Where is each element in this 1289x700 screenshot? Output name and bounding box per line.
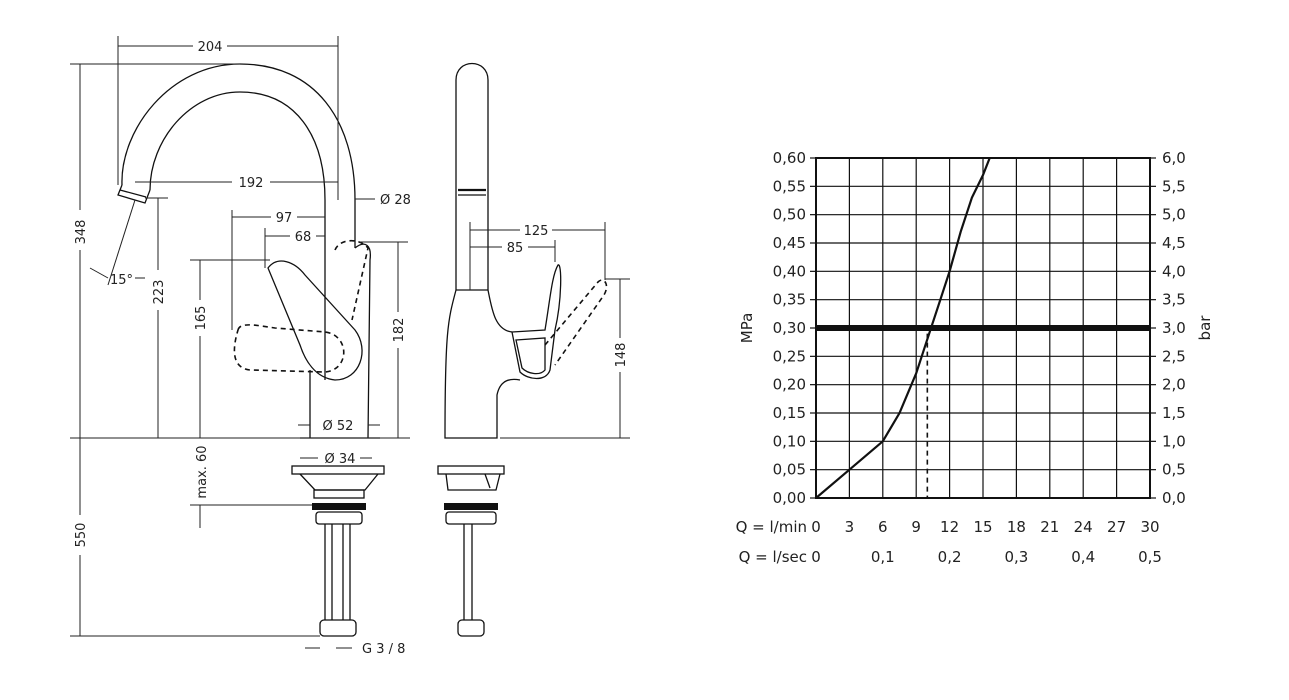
y-tick-left-7: 0,35 xyxy=(773,291,806,309)
dim-max-60: max. 60 xyxy=(195,445,210,498)
y-tick-right-8: 4,0 xyxy=(1162,262,1186,280)
y-tick-left-5: 0,25 xyxy=(773,347,806,365)
x-tick-lmin-5: 15 xyxy=(973,518,992,536)
x-tick-lsec-5: 0,5 xyxy=(1138,548,1162,566)
y-tick-right-0: 0,0 xyxy=(1162,489,1186,507)
y-tick-left-1: 0,05 xyxy=(773,461,806,479)
hose-connectors xyxy=(319,619,357,637)
dim-97: 97 xyxy=(276,211,293,226)
dim-diameter-52: Ø 52 xyxy=(323,419,354,434)
x-tick-lmin-3: 9 xyxy=(911,518,921,536)
dim-85: 85 xyxy=(507,241,524,256)
x-tick-lsec-4: 0,4 xyxy=(1071,548,1095,566)
spout-inner-outline xyxy=(149,91,326,290)
dim-165: 165 xyxy=(194,306,209,331)
dim-348: 348 xyxy=(74,220,89,245)
y-tick-right-7: 3,5 xyxy=(1162,291,1186,309)
y-tick-right-10: 5,0 xyxy=(1162,206,1186,224)
dim-thread-g38: G 3 / 8 xyxy=(362,642,405,657)
dim-diameter-28: Ø 28 xyxy=(380,193,411,208)
y-tick-left-12: 0,60 xyxy=(773,149,806,167)
y-tick-right-5: 2,5 xyxy=(1162,347,1186,365)
y-tick-right-12: 6,0 xyxy=(1162,149,1186,167)
lever-alt-position xyxy=(233,324,345,373)
x-tick-lmin-0: 0 xyxy=(811,518,821,536)
dim-148: 148 xyxy=(614,343,629,368)
y-tick-left-2: 0,10 xyxy=(773,432,806,450)
y-tick-right-4: 2,0 xyxy=(1162,376,1186,394)
x-tick-lmin-8: 24 xyxy=(1074,518,1093,536)
y-axis-label-left: MPa xyxy=(738,313,756,344)
y-tick-left-11: 0,55 xyxy=(773,177,806,195)
x-tick-lsec-0: 0 xyxy=(811,548,821,566)
y-tick-left-10: 0,50 xyxy=(773,206,806,224)
x-tick-lmin-10: 30 xyxy=(1140,518,1159,536)
y-tick-left-6: 0,30 xyxy=(773,319,806,337)
x-axis-label-lsec: Q = l/sec xyxy=(739,548,807,566)
y-tick-right-6: 3,0 xyxy=(1162,319,1186,337)
mounting-nut xyxy=(312,503,366,510)
x-tick-lmin-7: 21 xyxy=(1040,518,1059,536)
chart-tick-labels: 0 3 6 9 12 15 18 21 24 27 30 0 0,1 0,2 0,3 0,4 0,5 0,00 0,… xyxy=(773,149,1186,566)
side-view-dimensions: 125 85 148 xyxy=(469,222,632,439)
x-tick-lmin-1: 3 xyxy=(845,518,855,536)
y-tick-left-9: 0,45 xyxy=(773,234,806,252)
y-tick-left-3: 0,15 xyxy=(773,404,806,422)
x-tick-lmin-2: 6 xyxy=(878,518,888,536)
flow-pressure-chart: 0 3 6 9 12 15 18 21 24 27 30 0 0,1 0,2 0,3 0,4 0,5 0,00 0,… xyxy=(736,149,1214,566)
x-tick-lmin-9: 27 xyxy=(1107,518,1126,536)
y-tick-left-8: 0,40 xyxy=(773,262,806,280)
y-axis-label-right: bar xyxy=(1196,315,1214,341)
dim-angle-15: 15° xyxy=(110,273,133,288)
mounting-flange xyxy=(291,465,385,475)
y-tick-right-9: 4,5 xyxy=(1162,234,1186,252)
x-tick-lmin-6: 18 xyxy=(1007,518,1026,536)
x-tick-lsec-1: 0,1 xyxy=(871,548,895,566)
x-tick-lsec-3: 0,3 xyxy=(1004,548,1028,566)
x-tick-lmin-4: 12 xyxy=(940,518,959,536)
dim-550: 550 xyxy=(74,523,89,548)
spout-outer-outline xyxy=(121,63,356,248)
dim-204: 204 xyxy=(198,40,223,55)
lever-solid xyxy=(267,260,363,381)
y-tick-right-3: 1,5 xyxy=(1162,404,1186,422)
x-tick-lsec-2: 0,2 xyxy=(938,548,962,566)
y-tick-right-1: 0,5 xyxy=(1162,461,1186,479)
y-tick-left-4: 0,20 xyxy=(773,376,806,394)
side-spout xyxy=(455,63,489,290)
x-axis-label-lmin: Q = l/min xyxy=(736,518,807,536)
dim-diameter-34: Ø 34 xyxy=(325,452,356,467)
dim-125: 125 xyxy=(524,224,549,239)
y-tick-right-2: 1,0 xyxy=(1162,432,1186,450)
dim-223: 223 xyxy=(152,280,167,305)
faucet-side-view xyxy=(437,63,608,637)
series-flow-curve xyxy=(815,157,991,499)
dim-192: 192 xyxy=(239,176,264,191)
front-view-dimensions: 204 192 97 68 Ø 28 348 223 165 xyxy=(66,36,411,657)
dim-68: 68 xyxy=(295,230,312,245)
dim-182: 182 xyxy=(392,318,407,343)
side-lever xyxy=(511,264,562,380)
y-tick-left-0: 0,00 xyxy=(773,489,806,507)
y-tick-right-11: 5,5 xyxy=(1162,177,1186,195)
